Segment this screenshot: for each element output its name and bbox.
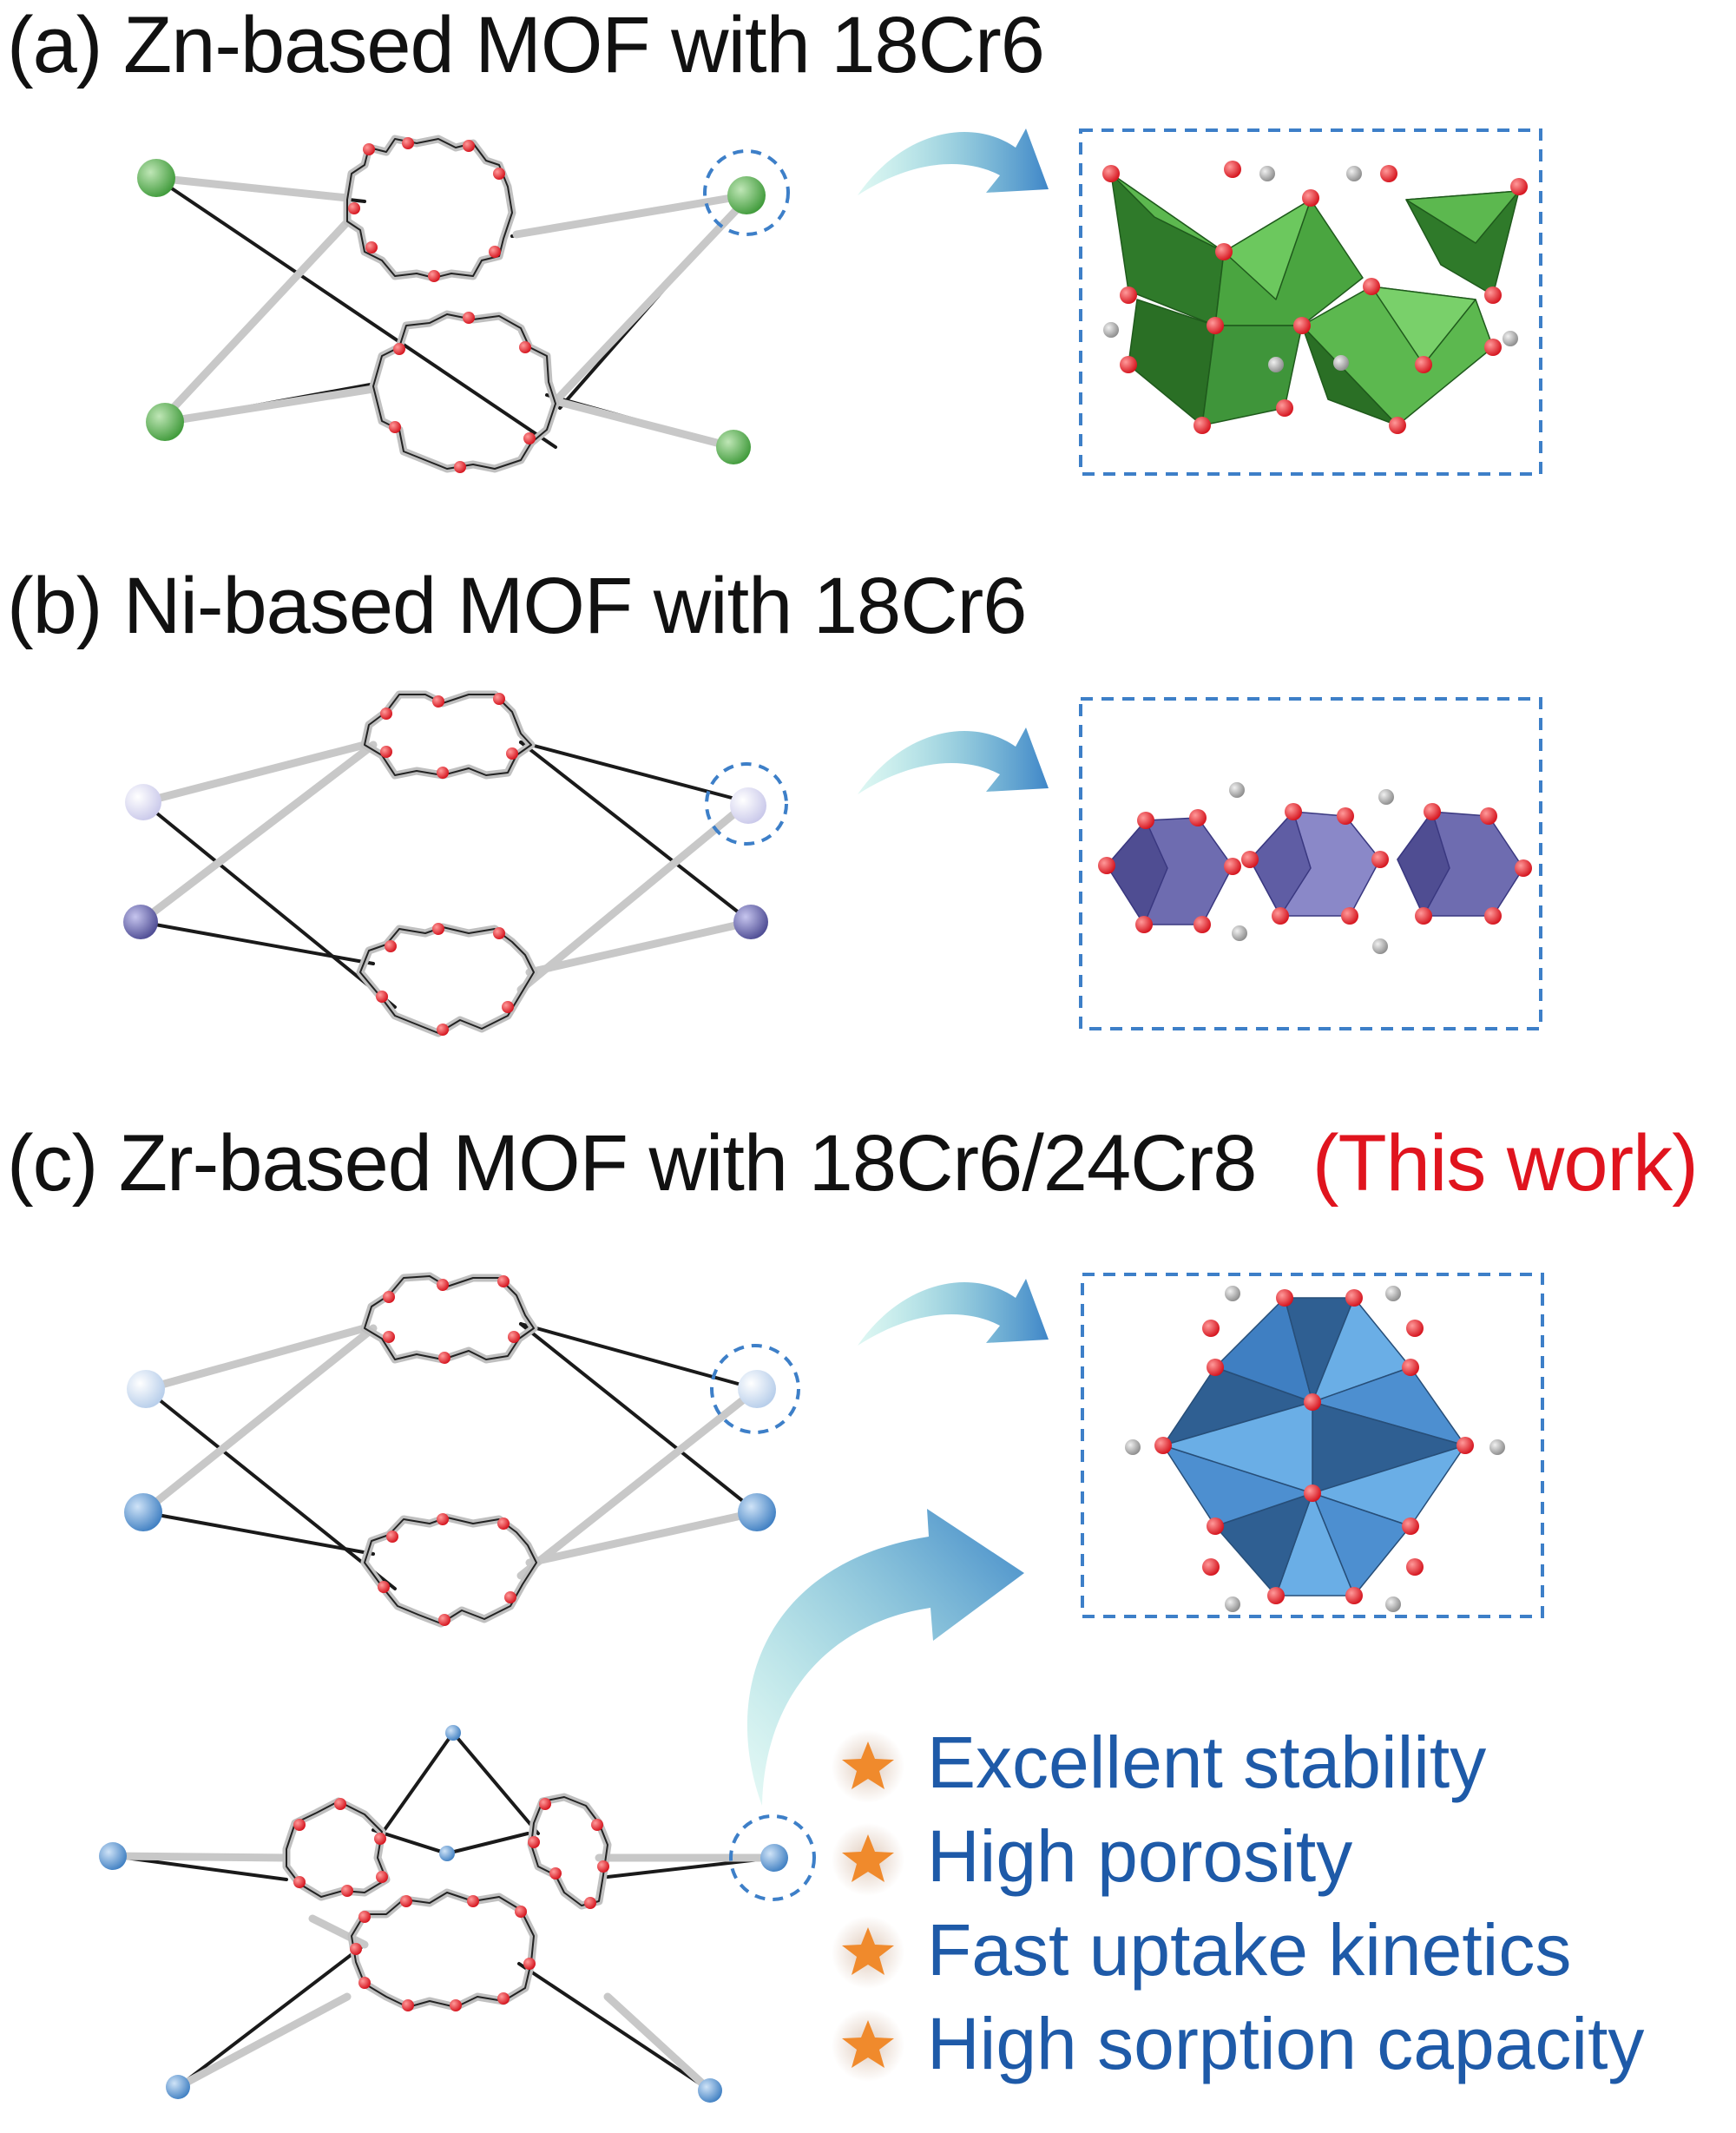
feature-text: Fast uptake kinetics [927, 1909, 1572, 1991]
star-icon [842, 1927, 894, 1975]
panel-b-chain-carbons [1229, 782, 1394, 954]
this-work-label: (This work) [1312, 1119, 1699, 1208]
panel-b-crown-oxygens [376, 693, 518, 1036]
panel-a-cluster-carbons [1103, 166, 1518, 372]
panel-c-bottom-metal-nodes [99, 1725, 788, 2103]
panel-a-detail-box [1079, 128, 1542, 476]
panel-c-title: (c) Zr-based MOF with 18Cr6/24Cr8 (This … [7, 1123, 1699, 1203]
panel-c-detail-box [1081, 1273, 1544, 1618]
feature-text: Excellent stability [927, 1722, 1487, 1803]
panel-c-cluster-carbons [1125, 1286, 1505, 1612]
panel-b-title: (b) Ni-based MOF with 18Cr6 [7, 566, 1027, 646]
panel-b-chain-oxygens [1098, 803, 1532, 933]
panel-c-bottom-crown-oxygens [293, 1798, 609, 2011]
panel-a-crown-oxygens [348, 137, 536, 473]
panel-c-large-curved-arrow-icon [746, 1509, 1024, 1806]
panel-c-top-linker-skeleton [139, 1272, 761, 1628]
star-icon [842, 1741, 894, 1789]
panel-a-cluster-oxygens [1102, 161, 1528, 434]
panel-c-top-crown-oxygens [378, 1275, 520, 1626]
feature-fast-uptake-kinetics: Fast uptake kinetics [927, 1913, 1571, 1986]
panel-b-polyhedra-chain [1106, 811, 1524, 925]
panel-b-title-text: (b) Ni-based MOF with 18Cr6 [7, 562, 1027, 650]
panel-a-title-text: (a) Zn-based MOF with 18Cr6 [7, 1, 1045, 89]
panel-b-metal-nodes [123, 784, 768, 939]
panel-a-title: (a) Zn-based MOF with 18Cr6 [7, 5, 1045, 85]
panel-c-curved-arrow-icon [858, 1279, 1049, 1346]
feature-text: High sorption capacity [927, 2003, 1645, 2084]
panel-c-bottom-dashed-circle-icon [729, 1814, 816, 1901]
panel-c-cluster-oxygens [1154, 1289, 1474, 1604]
panel-a-dashed-circle-icon [703, 149, 790, 236]
panel-b-dashed-circle-icon [705, 762, 788, 846]
feature-text: High porosity [927, 1815, 1353, 1897]
panel-b-linker-skeleton [136, 690, 755, 1037]
panel-b-detail-box [1079, 697, 1542, 1030]
panel-c-hexagonal-cluster [1162, 1297, 1466, 1596]
panel-c-title-text: (c) Zr-based MOF with 18Cr6/24Cr8 [7, 1119, 1257, 1208]
star-icon [842, 1834, 894, 1882]
panel-c-top-dashed-circle-icon [710, 1344, 800, 1434]
star-icon [842, 2020, 894, 2068]
feature-stars [832, 1730, 904, 2082]
panel-a-linker-skeleton [152, 135, 751, 473]
panel-a-metal-nodes [137, 159, 766, 464]
panel-a-curved-arrow-icon [858, 128, 1049, 195]
feature-excellent-stability: Excellent stability [927, 1726, 1486, 1799]
panel-b-curved-arrow-icon [858, 727, 1049, 794]
feature-high-sorption-capacity: High sorption capacity [927, 2007, 1644, 2080]
panel-c-top-metal-nodes [124, 1370, 776, 1531]
panel-c-bottom-linker-skeleton [108, 1731, 779, 2095]
feature-high-porosity: High porosity [927, 1820, 1352, 1893]
panel-a-polyhedra-cluster [1110, 173, 1520, 426]
